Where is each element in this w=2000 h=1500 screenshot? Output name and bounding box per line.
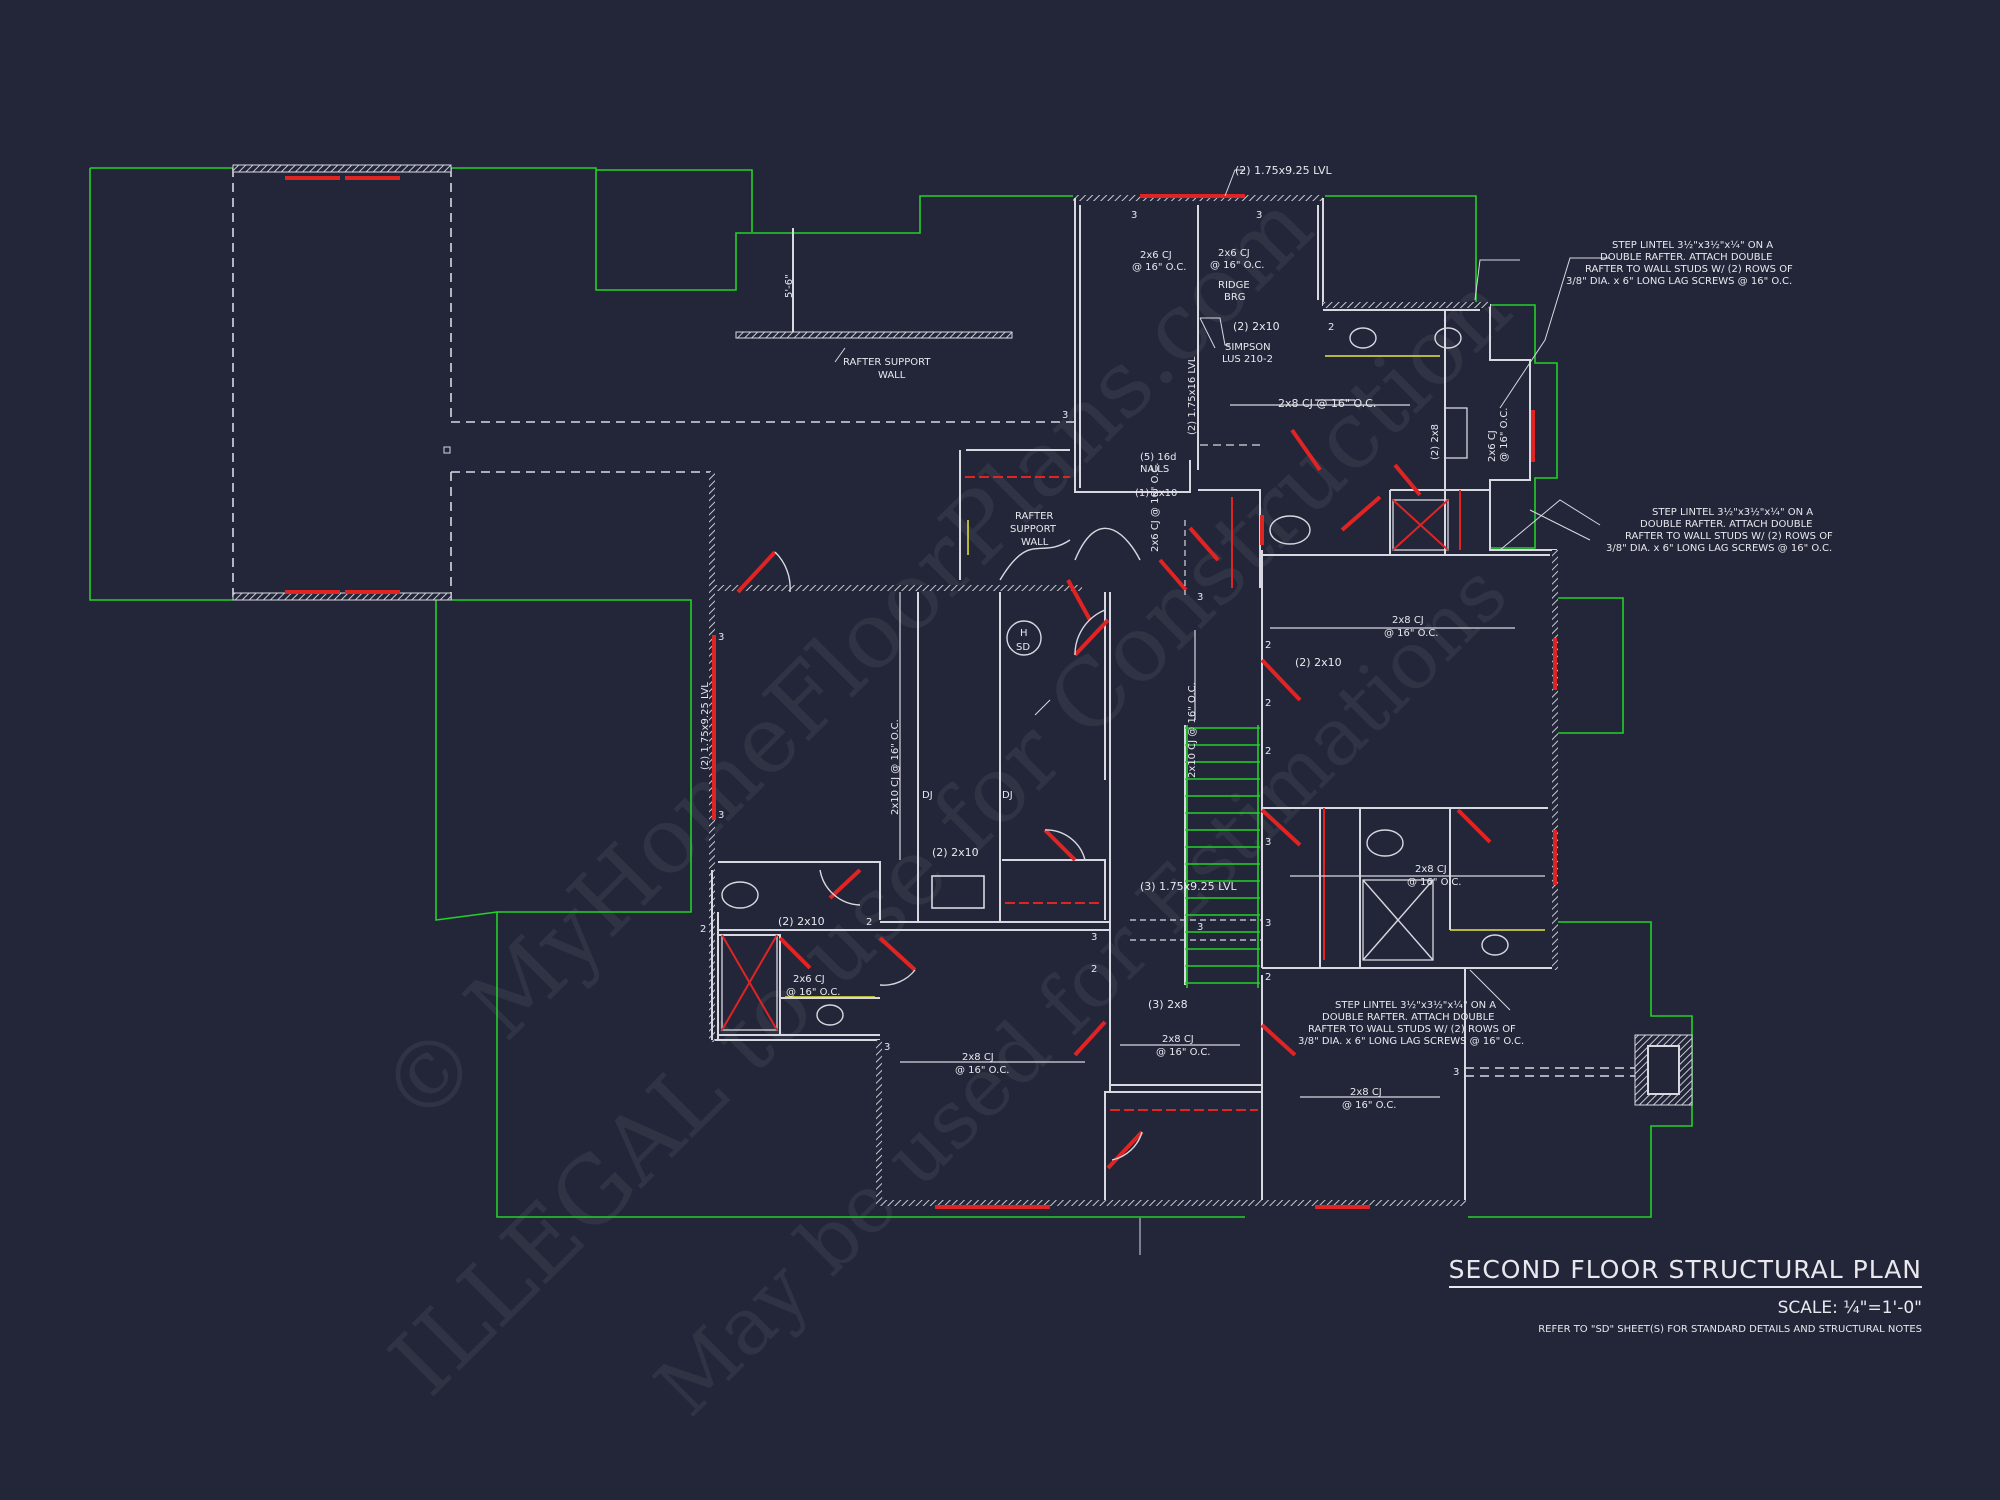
cj-label: @ 16" O.C. <box>1132 262 1187 273</box>
step-lintel-note: STEP LINTEL 3½"x3½"x¼" ON A <box>1612 239 1773 251</box>
plan-note: REFER TO "SD" SHEET(S) FOR STANDARD DETA… <box>1538 1324 1922 1335</box>
title-block: SECOND FLOOR STRUCTURAL PLAN SCALE: ¼"=1… <box>1448 1255 1922 1335</box>
step-lintel-note: STEP LINTEL 3½"x3½"x¼" ON A <box>1335 999 1496 1011</box>
rafter-support-label: RAFTER SUPPORT <box>843 357 931 368</box>
cj-label: @ 16" O.C. <box>955 1065 1010 1076</box>
watermark-line-2: ILLEGAL to use for Construction <box>370 254 1531 1415</box>
cj-label: 2x8 CJ <box>1415 864 1447 875</box>
lvl-label: (3) 1.75x9.25 LVL <box>1140 880 1238 893</box>
beam-label: (2) 2x10 <box>932 846 979 859</box>
post-mark: 2 <box>1265 698 1271 709</box>
post-mark: 3 <box>1131 210 1137 221</box>
cj-label: 2x8 CJ @ 16" O.C. <box>1278 397 1376 410</box>
lvl-top-label: (2) 1.75x9.25 LVL <box>1235 164 1333 177</box>
lvl-vertical-label: (2) 1.75x16 LVL <box>1187 356 1198 435</box>
post-mark: 3 <box>1256 210 1262 221</box>
post-mark: 3 <box>1197 592 1203 603</box>
cj-label: 2x6 CJ <box>1218 248 1250 259</box>
step-lintel-note: STEP LINTEL 3½"x3½"x¼" ON A <box>1652 506 1813 518</box>
smoke-detector-label: SD <box>1016 642 1030 653</box>
post-mark: 2 <box>1091 964 1097 975</box>
post-mark: 3 <box>1265 837 1271 848</box>
post-mark: 2 <box>1265 746 1271 757</box>
post-mark: 2 <box>1265 640 1271 651</box>
post-mark: 3 <box>884 1042 890 1053</box>
cj-label: 2x8 CJ <box>1350 1087 1382 1098</box>
step-lintel-note: RAFTER TO WALL STUDS W/ (2) ROWS OF <box>1585 264 1793 275</box>
beam-label: (2) 2x10 <box>1233 320 1280 333</box>
cj-vertical-label: 2x6 CJ @ 16" O.C. <box>1150 463 1161 552</box>
beam-label: (2) 2x10 <box>1295 656 1342 669</box>
cj-label: @ 16" O.C. <box>1407 877 1462 888</box>
post-marks: 3 3 3 2 3 3 3 2 2 2 3 3 3 2 2 2 3 3 2 3 <box>700 210 1459 1078</box>
cj-label: @ 16" O.C. <box>1156 1047 1211 1058</box>
cj-vertical-label: 2x10 CJ @ 16" O.C. <box>890 719 901 815</box>
post-mark: 3 <box>718 632 724 643</box>
beam-vertical-label: (2) 2x8 <box>1430 424 1441 460</box>
step-lintel-note: RAFTER TO WALL STUDS W/ (2) ROWS OF <box>1625 531 1833 542</box>
plumbing-fixtures <box>721 327 1545 1031</box>
step-lintel-note: DOUBLE RAFTER. ATTACH DOUBLE <box>1322 1012 1494 1023</box>
drop-joist-label: DJ <box>922 790 933 801</box>
cj-label: @ 16" O.C. <box>1210 260 1265 271</box>
post-mark: 2 <box>1328 322 1334 333</box>
watermark: © MyHomeFloorPlans.com ILLEGAL to use fo… <box>360 173 1531 1434</box>
beam-label: (3) 2x8 <box>1148 998 1188 1011</box>
rafter-support-label: RAFTER <box>1015 511 1053 522</box>
cj-vertical-label: 2x6 CJ <box>1487 430 1498 462</box>
post-mark: 3 <box>1197 922 1203 933</box>
simpson-label: SIMPSON <box>1225 342 1271 353</box>
rafter-support-label: WALL <box>1021 537 1049 548</box>
post-mark: 3 <box>718 810 724 821</box>
stair-treads <box>1185 725 1260 988</box>
ridge-label: RIDGE <box>1218 280 1250 291</box>
window-headers <box>712 194 1557 1209</box>
step-lintel-note: 3/8" DIA. x 6" LONG LAG SCREWS @ 16" O.C… <box>1566 276 1792 287</box>
cj-label: 2x6 CJ <box>793 974 825 985</box>
ridge-label: BRG <box>1224 292 1246 303</box>
cj-label: 2x6 CJ <box>1140 250 1172 261</box>
cj-label: @ 16" O.C. <box>786 987 841 998</box>
cj-vertical-label: @ 16" O.C. <box>1499 408 1510 463</box>
beam-label: (2) 2x10 <box>778 915 825 928</box>
drop-joist-label: DJ <box>1002 790 1013 801</box>
post-mark: 3 <box>1453 1067 1459 1078</box>
plan-scale: SCALE: ¼"=1'-0" <box>1777 1298 1922 1318</box>
rafter-support-label: WALL <box>878 370 906 381</box>
post-mark: 3 <box>1062 410 1068 421</box>
step-lintel-note: DOUBLE RAFTER. ATTACH DOUBLE <box>1640 519 1812 530</box>
cj-label: @ 16" O.C. <box>1342 1100 1397 1111</box>
simpson-label: LUS 210-2 <box>1222 354 1273 365</box>
cj-label: 2x8 CJ <box>1392 615 1424 626</box>
leader-lines <box>834 169 1610 1255</box>
step-lintel-note: RAFTER TO WALL STUDS W/ (2) ROWS OF <box>1308 1024 1516 1035</box>
post-mark: 2 <box>866 917 872 928</box>
post-mark: 3 <box>1091 932 1097 943</box>
cj-vertical-label: 2x10 CJ @ 16" O.C. <box>1187 682 1198 778</box>
smoke-detector-label: H <box>1020 628 1028 639</box>
plan-title: SECOND FLOOR STRUCTURAL PLAN <box>1448 1255 1922 1288</box>
doors <box>736 428 1492 1170</box>
left-dashed-framing <box>232 164 1075 601</box>
lvl-vertical-label: (2) 1.75x9.25 LVL <box>700 682 711 770</box>
cj-label: @ 16" O.C. <box>1384 628 1439 639</box>
nails-label: (5) 16d <box>1140 452 1176 463</box>
beam-label: (1) 2x10 <box>1135 488 1177 499</box>
post-mark: 2 <box>700 924 706 935</box>
cj-label: 2x8 CJ <box>962 1052 994 1063</box>
joist-span-arrows <box>792 230 1545 1098</box>
structural-labels: (2) 1.75x9.25 LVL 2x6 CJ @ 16" O.C. 2x6 … <box>700 164 1833 1111</box>
step-lintel-note: 3/8" DIA. x 6" LONG LAG SCREWS @ 16" O.C… <box>1606 543 1832 554</box>
rafter-support-label: SUPPORT <box>1010 524 1057 535</box>
dimension-label: 5'-6" <box>784 274 795 298</box>
step-lintel-note: 3/8" DIA. x 6" LONG LAG SCREWS @ 16" O.C… <box>1298 1036 1524 1047</box>
cj-label: 2x8 CJ <box>1162 1034 1194 1045</box>
post-mark: 3 <box>1265 918 1271 929</box>
nails-label: NAILS <box>1140 464 1169 475</box>
post-mark: 2 <box>1265 972 1271 983</box>
step-lintel-note: DOUBLE RAFTER. ATTACH DOUBLE <box>1600 252 1772 263</box>
